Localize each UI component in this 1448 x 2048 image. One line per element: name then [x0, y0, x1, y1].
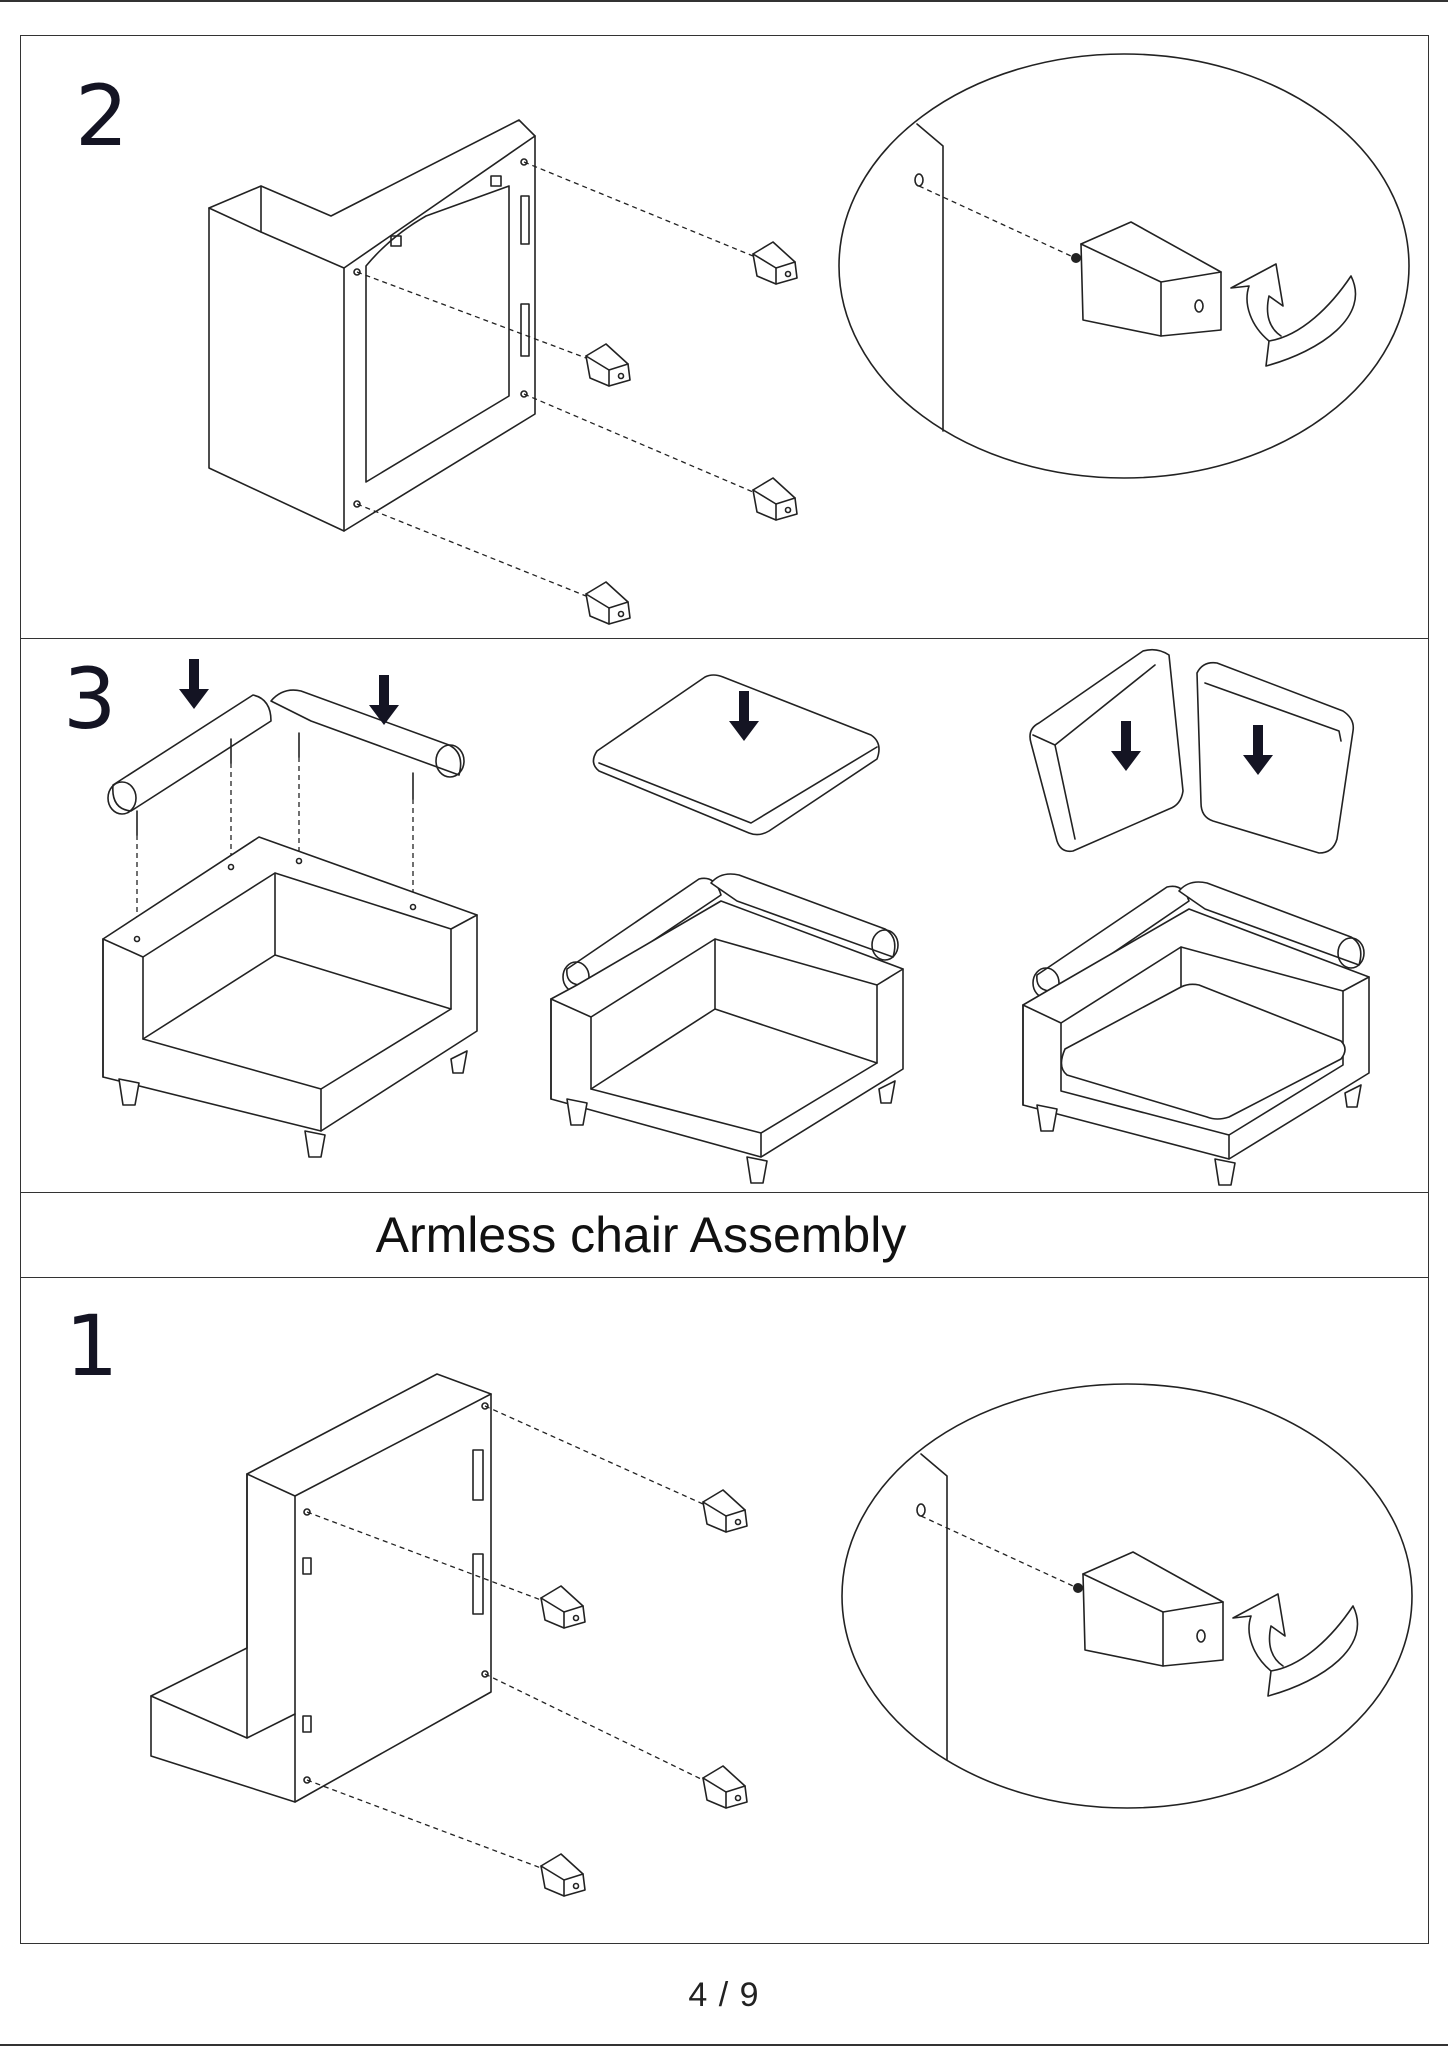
back-cushions-drawing — [1029, 648, 1355, 854]
armless-frame-drawing — [150, 1373, 492, 1803]
step-1-panel: 1 — [21, 1277, 1428, 1943]
step-number: 1 — [65, 1297, 119, 1395]
down-arrow — [369, 675, 399, 725]
corner-frame-drawing — [208, 119, 536, 532]
leg-3 — [702, 1765, 748, 1809]
seat-cushion-drawing — [592, 674, 880, 836]
step-3-panel: 3 — [21, 638, 1428, 1192]
chair-with-bolsters-drawing — [550, 873, 904, 1184]
top-rule — [0, 0, 1448, 2]
section-title: Armless chair Assembly — [375, 1207, 907, 1263]
down-arrow — [179, 659, 209, 709]
down-arrow — [1111, 721, 1141, 771]
leg-1 — [702, 1489, 748, 1533]
step-2-panel: 2 — [21, 36, 1428, 638]
leg-2 — [585, 343, 631, 387]
step-number: 2 — [75, 67, 129, 165]
detail-zoom — [841, 1383, 1413, 1809]
chair-frame-drawing — [102, 836, 478, 1158]
bottom-rule — [0, 2044, 1448, 2046]
page-indicator: 4 / 9 — [688, 1976, 760, 2014]
leg-2 — [540, 1585, 586, 1629]
step-1-illustration — [150, 1373, 1413, 1897]
step-2-illustration — [208, 53, 1410, 625]
step-number: 3 — [63, 650, 117, 748]
completed-chair-drawing — [1022, 881, 1370, 1186]
bolster-pillows-drawing — [107, 689, 465, 836]
leg-4 — [585, 581, 631, 625]
section-title-row: Armless chair Assembly — [21, 1192, 1428, 1277]
leg-3 — [752, 477, 798, 521]
step-3-illustration — [102, 648, 1370, 1186]
leg-4 — [540, 1853, 586, 1897]
instruction-frame: 2 — [20, 35, 1429, 1944]
leg-1 — [752, 241, 798, 285]
down-arrow — [729, 691, 759, 741]
down-arrow — [1243, 725, 1273, 775]
detail-zoom — [838, 53, 1410, 479]
